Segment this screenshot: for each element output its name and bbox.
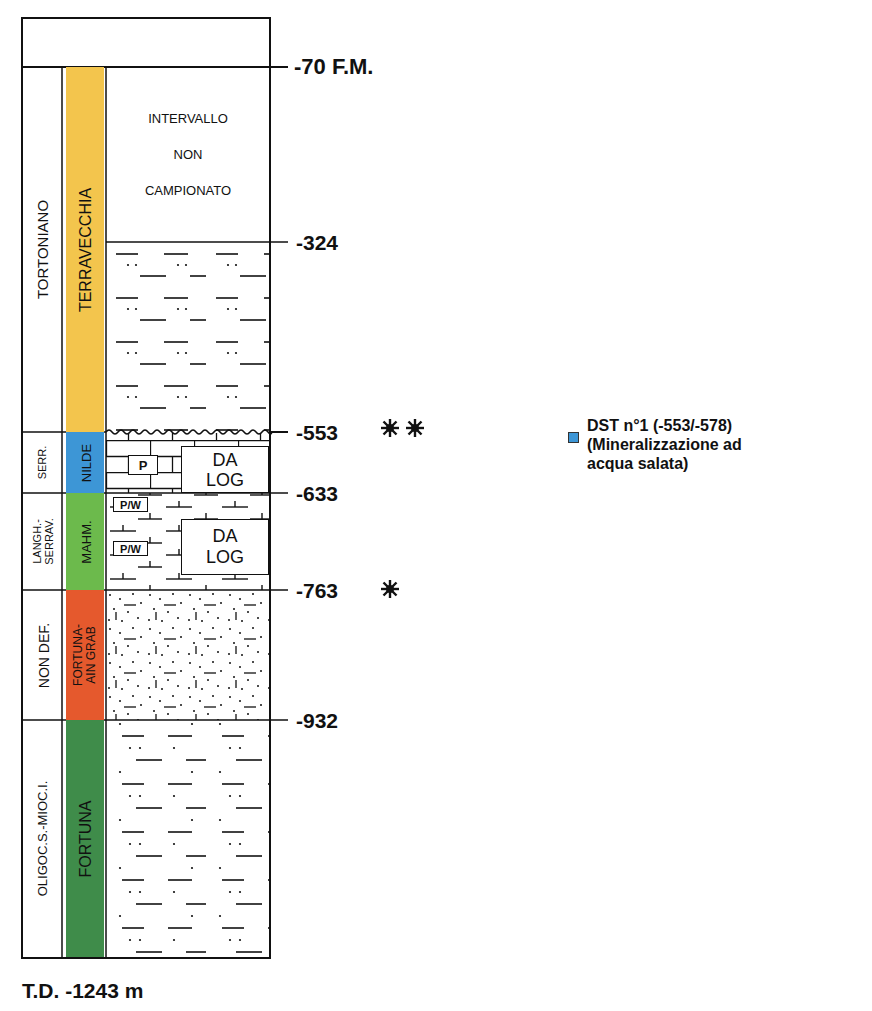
age-name: OLIGOC.S.-MIOC.I. (35, 781, 50, 897)
text-holder: P/W (114, 542, 147, 555)
legend-text: DST n°1 (-553/-578) (Mineralizzazione ad… (587, 416, 743, 473)
sample-code: P/W (120, 499, 141, 511)
depth-label: -324 (296, 230, 338, 255)
legend-item: DST n°1 (-553/-578) (Mineralizzazione ad… (568, 416, 743, 473)
text-holder: INTERVALLO NON CAMPIONATO (107, 68, 269, 241)
sample-star (381, 419, 424, 598)
depth-label: -932 (296, 708, 338, 733)
formation-name: NILDE (78, 443, 93, 481)
text-holder: LANGH.- SERRAV. (24, 493, 61, 590)
interval-note: INTERVALLO NON CAMPIONATO (138, 101, 238, 209)
age-name: LANGH.- SERRAV. (31, 511, 55, 573)
formation-band: MAHM. (66, 493, 104, 590)
age-name: SERR. (36, 446, 49, 480)
text-holder: OLIGOC.S.-MIOC.I. (24, 720, 61, 957)
formation-name: FORTUNA- AIN GRAB (72, 618, 98, 692)
formation-band: FORTUNA (66, 720, 104, 957)
text-holder: NILDE (66, 432, 104, 493)
text-holder: P/W (114, 498, 147, 511)
formation-band: NILDE (66, 432, 104, 493)
age-band: SERR. (24, 432, 61, 493)
age-band: NON DEF. (24, 590, 61, 720)
log-box: DA LOG (181, 519, 269, 575)
sample-box: P/W (113, 497, 148, 512)
unsampled-interval: INTERVALLO NON CAMPIONATO (107, 68, 269, 241)
age-band: OLIGOC.S.-MIOC.I. (24, 720, 61, 957)
text-holder: TORTONIANO (24, 67, 61, 432)
age-name: TORTONIANO (34, 200, 51, 299)
depth-label: -763 (296, 578, 338, 603)
formation-name: TERRAVECCHIA (76, 187, 94, 311)
text-holder: TERRAVECCHIA (66, 67, 104, 432)
legend-swatch (568, 432, 579, 443)
text-holder: FORTUNA (66, 720, 104, 957)
depth-label: -70 F.M. (294, 54, 373, 80)
sample-code: P/W (120, 543, 141, 555)
age-band: LANGH.- SERRAV. (24, 493, 61, 590)
unconformity-line (106, 430, 272, 434)
age-band: TORTONIANO (24, 67, 61, 432)
log-note: DA LOG (201, 526, 249, 568)
log-box: DA LOG (181, 446, 269, 493)
sample-box: P/W (113, 541, 148, 556)
text-holder: NON DEF. (24, 590, 61, 720)
column-frame (22, 18, 288, 958)
formation-band: FORTUNA- AIN GRAB (66, 590, 104, 720)
log-note: DA LOG (201, 450, 249, 490)
age-name: NON DEF. (35, 622, 51, 687)
text-holder: SERR. (24, 432, 61, 493)
text-holder: FORTUNA- AIN GRAB (66, 590, 104, 720)
total-depth-label: T.D. -1243 m (22, 978, 143, 1003)
formation-band: TERRAVECCHIA (66, 67, 104, 432)
lithology-pattern (106, 242, 270, 958)
formation-name: FORTUNA (76, 800, 94, 877)
sample-box: P (128, 455, 158, 475)
text-holder: P (129, 456, 157, 474)
text-holder: DA LOG (182, 447, 268, 492)
text-holder: DA LOG (182, 520, 268, 574)
sample-code: P (139, 458, 148, 473)
text-holder: MAHM. (66, 493, 104, 590)
depth-label: -633 (296, 481, 338, 506)
formation-name: MAHM. (78, 520, 93, 563)
depth-label: -553 (296, 420, 338, 445)
